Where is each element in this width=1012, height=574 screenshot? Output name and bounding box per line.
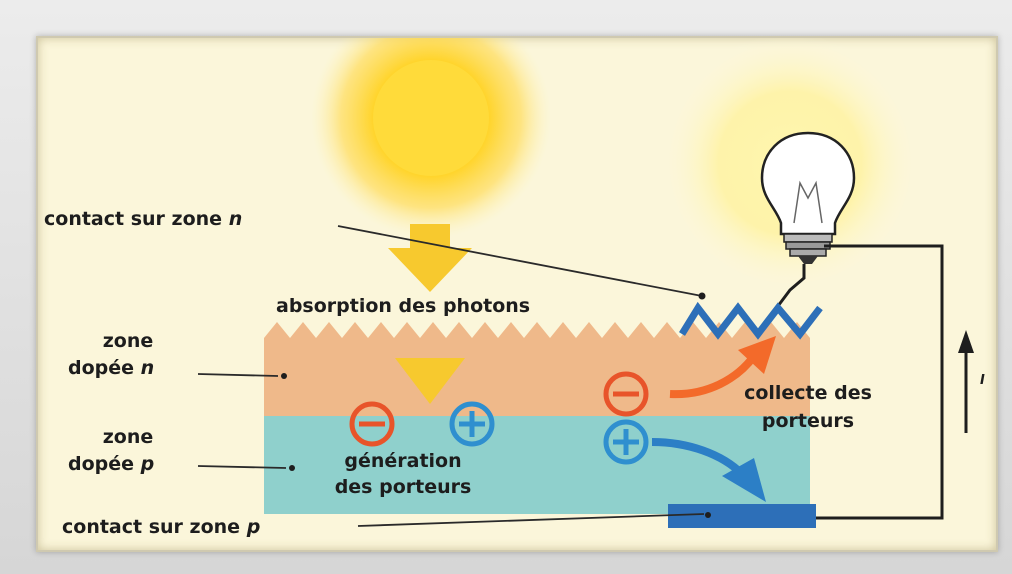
- label-zone-n-line2: dopée n: [68, 357, 155, 379]
- solar-cell-diagram: [197, 38, 974, 528]
- label-absorption: absorption des photons: [276, 295, 531, 317]
- leader-dots: [281, 292, 711, 518]
- label-current: I: [980, 373, 985, 388]
- label-generation-line1: génération: [344, 450, 462, 472]
- contact-p-electrode: [668, 504, 816, 528]
- sun-icon: [311, 38, 551, 238]
- label-contact-zone-n: contact sur zone n: [44, 208, 243, 230]
- label-zone-p-line1: zone: [102, 426, 154, 448]
- label-generation-line2: des porteurs: [334, 476, 472, 498]
- label-zone-p-line2: dopée p: [68, 453, 155, 475]
- label-collecte-line2: porteurs: [761, 410, 855, 432]
- diagram-panel: contact sur zone n absorption des photon…: [36, 36, 998, 552]
- electron-path-arrow: [669, 353, 758, 399]
- photon-absorbed-triangle: [395, 358, 465, 404]
- label-contact-zone-p: contact sur zone p: [62, 516, 261, 538]
- current-arrow-icon: [958, 330, 974, 433]
- hole-collected: [603, 419, 649, 465]
- label-zone-n-line1: zone: [102, 330, 154, 352]
- circuit-wire: [776, 244, 944, 520]
- leader-lines: [197, 225, 705, 527]
- electron-collected: [603, 371, 649, 417]
- contact-n-grid: [679, 301, 823, 340]
- hole-path-arrow: [651, 438, 745, 477]
- electron-generated: [349, 401, 395, 447]
- label-collecte-line1: collecte des: [744, 382, 872, 404]
- photon-arrow-icon: [388, 224, 472, 292]
- hole-arrow-head: [722, 458, 766, 502]
- electron-arrow-head: [738, 336, 776, 374]
- hole-generated: [449, 401, 495, 447]
